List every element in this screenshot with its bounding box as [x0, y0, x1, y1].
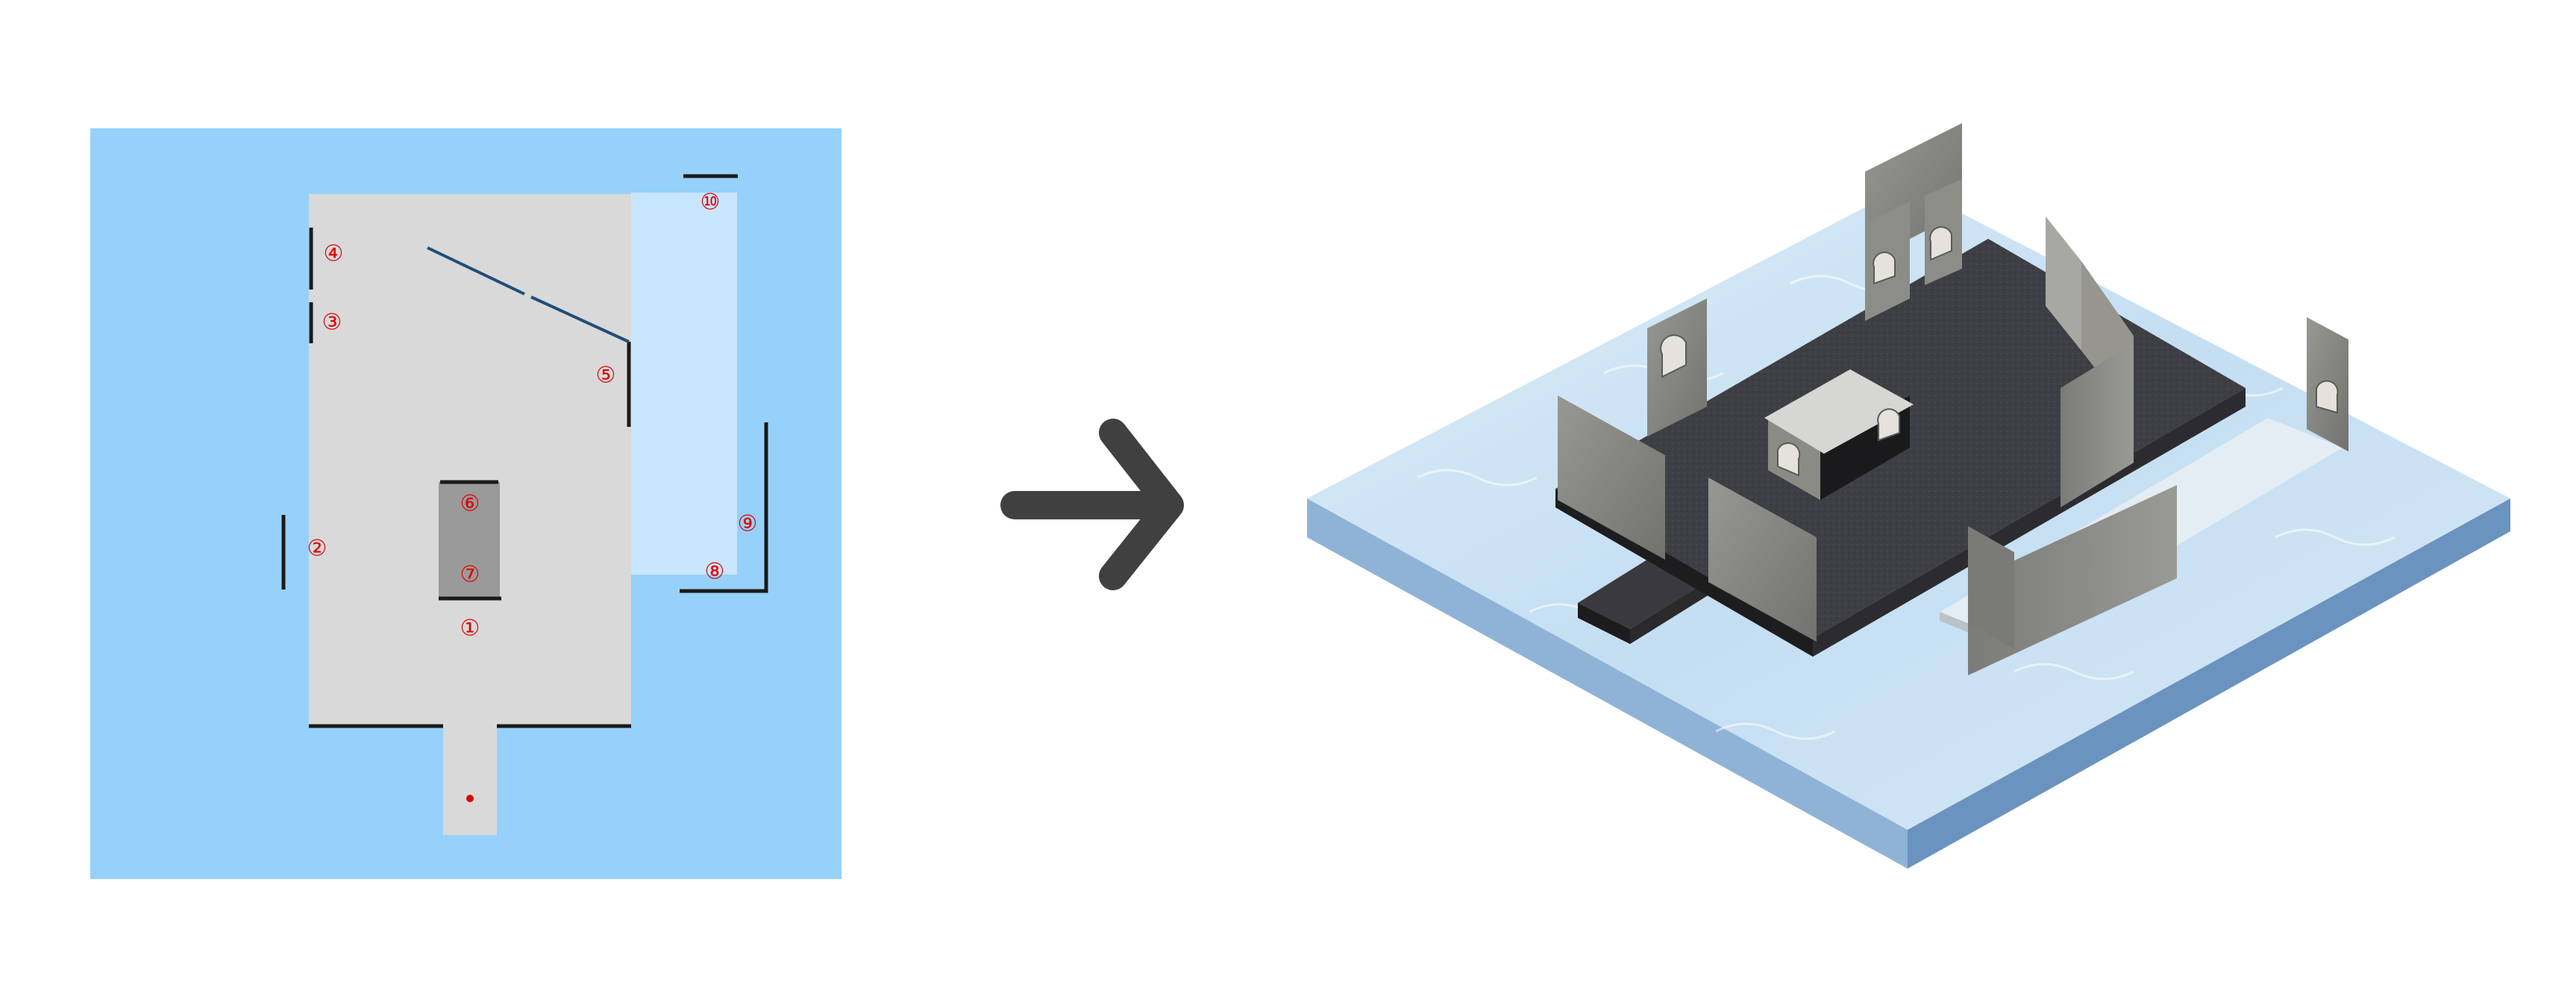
wall-3-3d — [1708, 478, 1817, 642]
marker-3: ③ — [322, 310, 342, 336]
marker-8: ⑧ — [705, 559, 725, 585]
window-arch-icon — [1777, 442, 1801, 477]
wall-8-3d — [1968, 485, 2177, 675]
water-slab-left-side — [1307, 498, 1908, 869]
marker-5: ⑤ — [596, 363, 616, 389]
wall-8-9 — [680, 422, 768, 593]
arrow-right-icon — [1000, 419, 1184, 590]
marker-7: ⑦ — [460, 562, 480, 588]
main-floor-side-right — [1813, 388, 2246, 657]
window-arch-icon — [1660, 334, 1687, 378]
window-arch-icon — [1877, 408, 1900, 442]
wall-8-end — [1968, 526, 2014, 649]
water-slab-right-side — [1908, 498, 2510, 869]
window-arch-icon — [1873, 251, 1896, 285]
entry-path — [443, 726, 497, 835]
marker-9: ⑨ — [738, 511, 758, 537]
wall-2-3d — [1558, 395, 1665, 560]
marker-2: ② — [307, 536, 328, 562]
isometric-render — [1307, 123, 2510, 869]
main-floor — [309, 194, 631, 727]
floor-plan: ① ② ③ ④ ⑤ ⑥ ⑦ ⑧⑨ ⑩ — [90, 128, 842, 879]
entry-pier-side-left — [1578, 603, 1630, 644]
mirror-wall-3d-a — [2046, 216, 2081, 351]
central-block-roof — [1764, 369, 1914, 454]
entrance-dot — [466, 795, 474, 802]
wall-5-3d — [2061, 343, 2134, 507]
marker-6: ⑥ — [460, 491, 480, 517]
central-block — [439, 482, 500, 598]
window-arch-icon — [2316, 380, 2339, 414]
marker-4: ④ — [324, 241, 344, 267]
walls — [281, 174, 768, 728]
mirror-walls — [427, 246, 630, 343]
window-arch-icon — [1929, 226, 1952, 261]
mirror-wall-b — [530, 296, 630, 343]
marker-10: ⑩ — [701, 190, 721, 216]
markers: ① ② ③ ④ ⑤ ⑥ ⑦ ⑧⑨ ⑩ — [307, 190, 758, 642]
terrace-area — [631, 193, 737, 575]
mirror-wall-a — [427, 246, 525, 296]
marker-1: ① — [460, 616, 480, 642]
